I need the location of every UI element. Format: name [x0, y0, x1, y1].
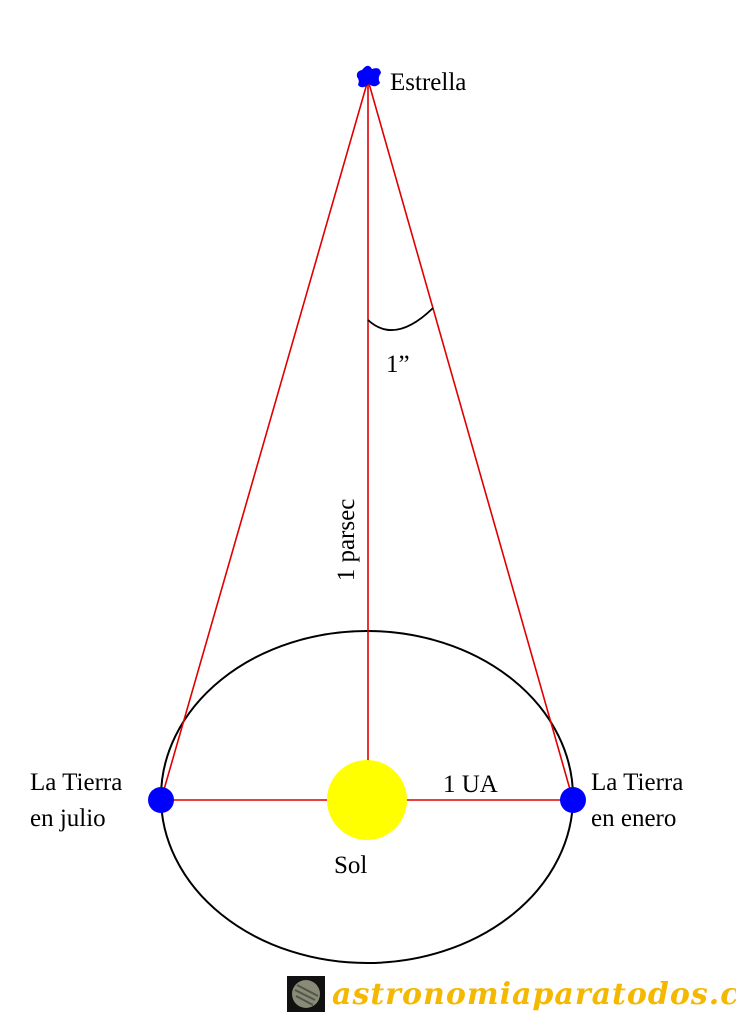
earth-july-label-2: en julio — [30, 805, 106, 832]
watermark-text: astronomiaparatodos.com — [332, 977, 736, 1012]
angle-label: 1” — [386, 351, 410, 378]
earth-january-label-2: en enero — [591, 805, 676, 832]
sun-label: Sol — [334, 852, 367, 879]
watermark-logo: astronomiaparatodos.com — [287, 976, 736, 1012]
earth-january-label-1: La Tierra — [591, 769, 683, 796]
au-label: 1 UA — [443, 771, 498, 798]
sun — [327, 760, 407, 840]
parsec-label: 1 parsec — [333, 499, 360, 582]
earth-july-label-1: La Tierra — [30, 769, 122, 796]
star-icon — [356, 65, 381, 88]
angle-arc — [367, 307, 434, 331]
earth-january — [560, 787, 586, 813]
line-star-to-july-earth — [160, 79, 369, 801]
earth-july — [148, 787, 174, 813]
star-label: Estrella — [390, 69, 466, 96]
line-star-to-january-earth — [367, 79, 574, 801]
